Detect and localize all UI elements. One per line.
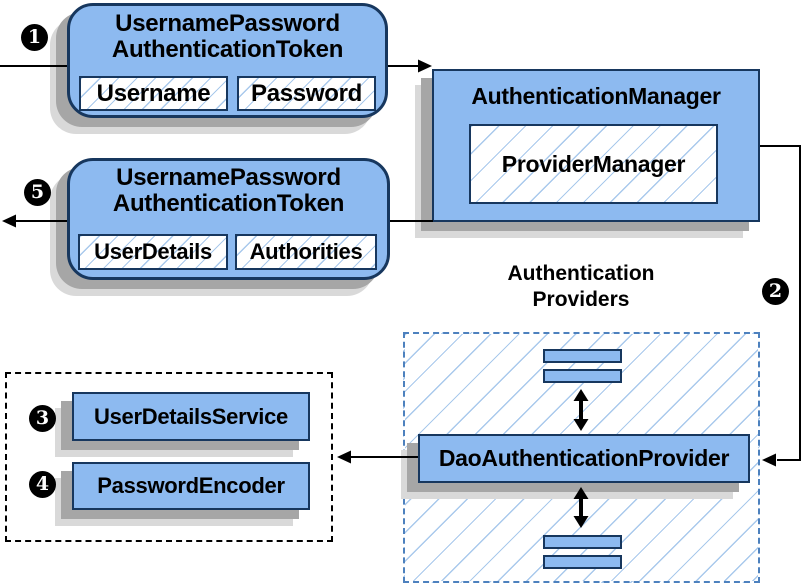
authentication-manager-box: AuthenticationManager ProviderManager — [432, 69, 760, 222]
response-token-title: UsernamePassword AuthenticationToken — [70, 165, 387, 217]
username-password-token-request-box: UsernamePassword AuthenticationToken Use… — [67, 3, 388, 118]
step5-arrowhead — [2, 214, 16, 228]
authorities-field-box: Authorities — [235, 234, 377, 270]
step-2-badge: 2 — [762, 278, 789, 305]
provider-manager-box: ProviderManager — [469, 124, 718, 204]
user-details-field-label: UserDetails — [94, 239, 212, 264]
step-1-badge: 1 — [21, 24, 48, 51]
provider-stub-bar-top-2 — [543, 369, 622, 383]
provider-manager-label: ProviderManager — [501, 150, 686, 177]
authorities-field-label: Authorities — [249, 239, 363, 264]
password-encoder-label: PasswordEncoder — [97, 473, 285, 498]
username-field-label: Username — [96, 79, 211, 107]
user-details-field-box: UserDetails — [78, 234, 228, 270]
step-3-badge: 3 — [29, 405, 56, 432]
user-details-service-label: UserDetailsService — [94, 403, 288, 429]
request-token-title-line2: AuthenticationToken — [111, 36, 344, 63]
dao-authentication-provider-box: DaoAuthenticationProvider — [418, 434, 750, 483]
authentication-providers-heading-line1: Authentication — [507, 262, 655, 285]
provider-stub-bar-bottom-2 — [543, 555, 622, 569]
username-field-box: Username — [79, 76, 228, 111]
services-group — [5, 372, 333, 542]
request-token-title-line1: UsernamePassword — [115, 10, 340, 37]
dao-to-services-arrowhead — [337, 450, 351, 464]
authentication-providers-heading: Authentication Providers — [446, 261, 716, 313]
step2-arrowhead — [762, 453, 776, 467]
provider-stub-bar-bottom-1 — [543, 535, 622, 549]
step-4-badge: 4 — [29, 471, 56, 498]
step-5-badge: 5 — [24, 179, 51, 206]
dao-authentication-provider-label: DaoAuthenticationProvider — [438, 445, 730, 471]
authentication-providers-heading-line2: Providers — [532, 288, 630, 311]
step1-arrowhead — [418, 59, 432, 73]
response-token-title-line2: AuthenticationToken — [112, 190, 345, 217]
password-field-label: Password — [251, 79, 362, 107]
provider-stub-bar-top-1 — [543, 349, 622, 363]
username-password-token-response-box: UsernamePassword AuthenticationToken Use… — [67, 158, 390, 280]
authentication-manager-label: AuthenticationManager — [471, 83, 721, 109]
response-token-title-line1: UsernamePassword — [116, 164, 341, 191]
request-token-title: UsernamePassword AuthenticationToken — [70, 11, 385, 63]
password-encoder-box: PasswordEncoder — [72, 462, 310, 510]
user-details-service-box: UserDetailsService — [72, 392, 310, 441]
password-field-box: Password — [237, 76, 376, 111]
